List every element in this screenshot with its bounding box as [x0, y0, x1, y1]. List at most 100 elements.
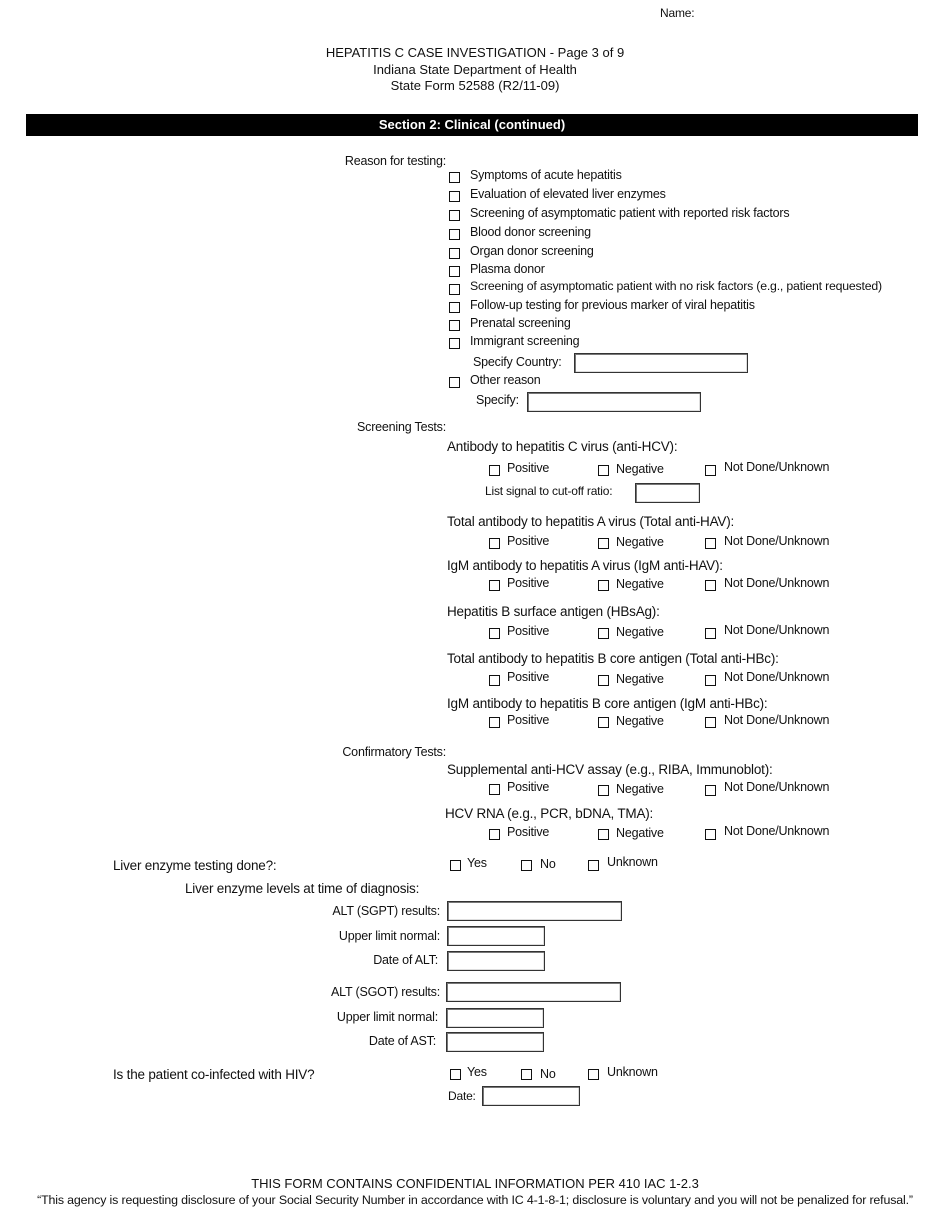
no-label: No	[540, 857, 556, 871]
reason-option-label: Screening of asymptomatic patient with r…	[470, 206, 790, 220]
negative-label: Negative	[616, 714, 664, 728]
reason-option-label: Blood donor screening	[470, 225, 591, 239]
hcv-rna-unknown-checkbox[interactable]	[705, 829, 716, 840]
reason-checkbox-immigrant[interactable]	[449, 338, 460, 349]
igm-anti-hbc-unknown-checkbox[interactable]	[705, 717, 716, 728]
igm-anti-hav-unknown-checkbox[interactable]	[705, 580, 716, 591]
not-done-label: Not Done/Unknown	[724, 623, 830, 637]
confidential-notice: THIS FORM CONTAINS CONFIDENTIAL INFORMAT…	[251, 1176, 699, 1191]
alt-uln-field[interactable]	[447, 926, 545, 946]
total-anti-hav-positive-checkbox[interactable]	[489, 538, 500, 549]
igm-anti-hbc-positive-checkbox[interactable]	[489, 717, 500, 728]
ast-uln-field[interactable]	[446, 1008, 544, 1028]
supplemental-negative-checkbox[interactable]	[598, 785, 609, 796]
ast-results-label: ALT (SGOT) results:	[331, 985, 440, 999]
ast-uln-label: Upper limit normal:	[336, 1010, 438, 1024]
hiv-question: Is the patient co-infected with HIV?	[113, 1067, 315, 1082]
total-anti-hav-negative-checkbox[interactable]	[598, 538, 609, 549]
positive-label: Positive	[507, 670, 550, 684]
negative-label: Negative	[616, 577, 664, 591]
hiv-date-label: Date:	[448, 1089, 476, 1103]
ssn-disclosure-notice: “This agency is requesting disclosure of…	[37, 1193, 913, 1207]
total-anti-hbc-positive-checkbox[interactable]	[489, 675, 500, 686]
no-label: No	[540, 1067, 556, 1081]
reason-checkbox-organ-donor[interactable]	[449, 248, 460, 259]
form-number: State Form 52588 (R2/11-09)	[390, 78, 560, 93]
test-hbsag-label: Hepatitis B surface antigen (HBsAg):	[447, 604, 660, 619]
unknown-label: Unknown	[607, 855, 658, 869]
reason-checkbox-other[interactable]	[449, 377, 460, 388]
signal-ratio-field[interactable]	[635, 483, 700, 503]
screening-label: Screening Tests:	[357, 420, 446, 434]
positive-label: Positive	[507, 825, 550, 839]
hiv-yes-checkbox[interactable]	[450, 1069, 461, 1080]
specify-country-field[interactable]	[574, 353, 748, 373]
specify-other-field[interactable]	[527, 392, 701, 412]
yes-label: Yes	[467, 1065, 487, 1079]
total-anti-hbc-negative-checkbox[interactable]	[598, 675, 609, 686]
confirmatory-label: Confirmatory Tests:	[342, 745, 446, 759]
not-done-label: Not Done/Unknown	[724, 824, 830, 838]
hbsag-negative-checkbox[interactable]	[598, 628, 609, 639]
test-total-anti-hav-label: Total antibody to hepatitis A virus (Tot…	[447, 514, 735, 529]
reason-checkbox-follow-up[interactable]	[449, 302, 460, 313]
negative-label: Negative	[616, 625, 664, 639]
reason-checkbox-risk-factors[interactable]	[449, 210, 460, 221]
liver-levels-label: Liver enzyme levels at time of diagnosis…	[185, 881, 420, 896]
other-reason-label: Other reason	[470, 373, 541, 387]
not-done-label: Not Done/Unknown	[724, 713, 830, 727]
hiv-unknown-checkbox[interactable]	[588, 1069, 599, 1080]
anti-hcv-positive-checkbox[interactable]	[489, 465, 500, 476]
name-label: Name:	[660, 6, 695, 20]
alt-results-field[interactable]	[447, 901, 622, 921]
negative-label: Negative	[616, 535, 664, 549]
reason-option-label: Prenatal screening	[470, 316, 571, 330]
igm-anti-hav-negative-checkbox[interactable]	[598, 580, 609, 591]
reason-option-label: Screening of asymptomatic patient with n…	[470, 279, 882, 293]
igm-anti-hbc-negative-checkbox[interactable]	[598, 717, 609, 728]
specify-country-label: Specify Country:	[473, 355, 562, 369]
reason-checkbox-blood-donor[interactable]	[449, 229, 460, 240]
reason-checkbox-plasma-donor[interactable]	[449, 266, 460, 277]
total-anti-hbc-unknown-checkbox[interactable]	[705, 675, 716, 686]
supplemental-unknown-checkbox[interactable]	[705, 785, 716, 796]
liver-no-checkbox[interactable]	[521, 860, 532, 871]
reason-option-label: Immigrant screening	[470, 334, 580, 348]
ast-date-field[interactable]	[446, 1032, 544, 1052]
specify-other-label: Specify:	[476, 393, 519, 407]
unknown-label: Unknown	[607, 1065, 658, 1079]
hiv-no-checkbox[interactable]	[521, 1069, 532, 1080]
reason-option-label: Plasma donor	[470, 262, 545, 276]
reason-option-label: Organ donor screening	[470, 244, 594, 258]
hiv-date-field[interactable]	[482, 1086, 580, 1106]
reason-checkbox-no-risk[interactable]	[449, 284, 460, 295]
not-done-label: Not Done/Unknown	[724, 780, 830, 794]
anti-hcv-unknown-checkbox[interactable]	[705, 465, 716, 476]
total-anti-hav-unknown-checkbox[interactable]	[705, 538, 716, 549]
hcv-rna-negative-checkbox[interactable]	[598, 829, 609, 840]
hcv-rna-positive-checkbox[interactable]	[489, 829, 500, 840]
liver-yes-checkbox[interactable]	[450, 860, 461, 871]
supplemental-positive-checkbox[interactable]	[489, 784, 500, 795]
reason-checkbox-liver-enzymes[interactable]	[449, 191, 460, 202]
liver-testing-question: Liver enzyme testing done?:	[113, 858, 277, 873]
alt-uln-label: Upper limit normal:	[338, 929, 440, 943]
test-igm-anti-hbc-label: IgM antibody to hepatitis B core antigen…	[447, 696, 768, 711]
alt-date-field[interactable]	[447, 951, 545, 971]
reason-checkbox-acute[interactable]	[449, 172, 460, 183]
test-igm-anti-hav-label: IgM antibody to hepatitis A virus (IgM a…	[447, 558, 723, 573]
reason-option-label: Follow-up testing for previous marker of…	[470, 298, 755, 312]
ast-date-label: Date of AST:	[368, 1034, 436, 1048]
ast-results-field[interactable]	[446, 982, 621, 1002]
reason-label: Reason for testing:	[344, 154, 446, 168]
not-done-label: Not Done/Unknown	[724, 670, 830, 684]
anti-hcv-negative-checkbox[interactable]	[598, 465, 609, 476]
negative-label: Negative	[616, 782, 664, 796]
liver-unknown-checkbox[interactable]	[588, 860, 599, 871]
hbsag-unknown-checkbox[interactable]	[705, 628, 716, 639]
igm-anti-hav-positive-checkbox[interactable]	[489, 580, 500, 591]
positive-label: Positive	[507, 713, 550, 727]
reason-checkbox-prenatal[interactable]	[449, 320, 460, 331]
hbsag-positive-checkbox[interactable]	[489, 628, 500, 639]
test-hcv-rna-label: HCV RNA (e.g., PCR, bDNA, TMA):	[445, 806, 654, 821]
